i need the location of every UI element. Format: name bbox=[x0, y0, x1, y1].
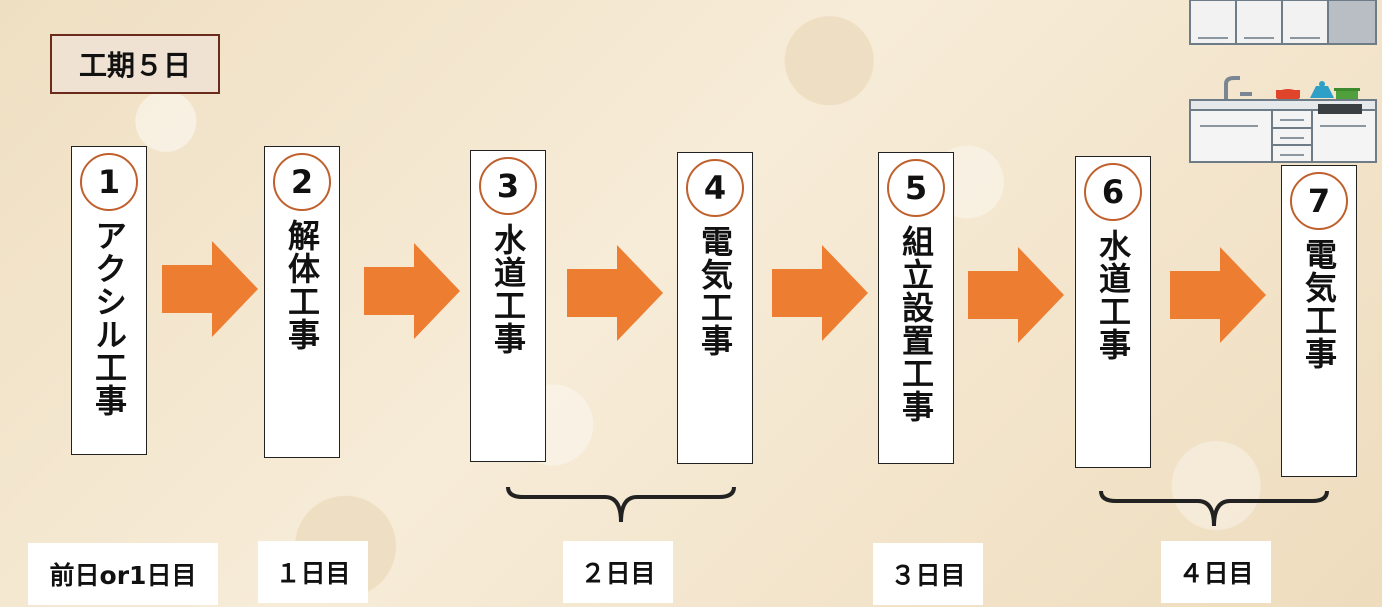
step-number: 7 bbox=[1290, 172, 1348, 230]
step-1: 1 アクシル工事 bbox=[71, 146, 147, 455]
step-number: 6 bbox=[1084, 163, 1142, 221]
step-2: 2 解体工事 bbox=[264, 146, 340, 458]
duration-title: 工期５日 bbox=[50, 34, 220, 94]
day-label-2: ２日目 bbox=[563, 541, 673, 603]
day-label-1: １日目 bbox=[258, 541, 368, 603]
grouping-brace bbox=[1099, 490, 1329, 527]
grouping-brace bbox=[506, 486, 736, 523]
step-label: 電気工事 bbox=[1300, 238, 1338, 370]
step-number: 1 bbox=[80, 153, 138, 211]
step-number: 4 bbox=[686, 159, 744, 217]
arrow-right-icon bbox=[567, 245, 663, 341]
step-3: 3 水道工事 bbox=[470, 150, 546, 462]
step-number: 3 bbox=[479, 157, 537, 215]
step-label: 電気工事 bbox=[696, 225, 734, 357]
arrow-right-icon bbox=[364, 243, 460, 339]
step-5: 5 組立設置工事 bbox=[878, 152, 954, 464]
arrow-right-icon bbox=[162, 241, 258, 337]
step-label: 水道工事 bbox=[489, 223, 527, 355]
step-number: 2 bbox=[273, 153, 331, 211]
day-label-prev: 前日or1日目 bbox=[28, 543, 218, 605]
step-4: 4 電気工事 bbox=[677, 152, 753, 464]
kitchen-illustration bbox=[1189, 0, 1377, 163]
arrow-right-icon bbox=[968, 247, 1064, 343]
step-label: 水道工事 bbox=[1094, 229, 1132, 361]
step-7: 7 電気工事 bbox=[1281, 165, 1357, 477]
step-label: アクシル工事 bbox=[90, 219, 128, 417]
arrow-right-icon bbox=[772, 245, 868, 341]
day-label-4: ４日目 bbox=[1161, 541, 1271, 603]
day-label-3: ３日目 bbox=[873, 543, 983, 605]
arrow-right-icon bbox=[1170, 247, 1266, 343]
step-number: 5 bbox=[887, 159, 945, 217]
step-6: 6 水道工事 bbox=[1075, 156, 1151, 468]
step-label: 組立設置工事 bbox=[897, 225, 935, 423]
step-label: 解体工事 bbox=[283, 219, 321, 351]
